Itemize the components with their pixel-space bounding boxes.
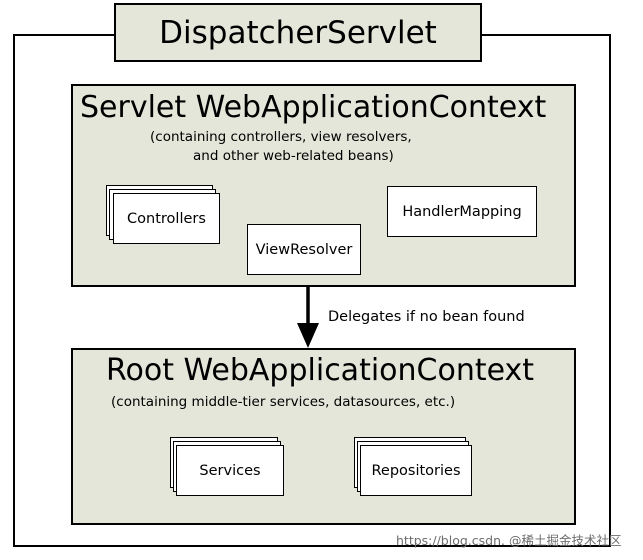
services-bean: Services	[176, 445, 284, 496]
view-resolver-label: ViewResolver	[255, 241, 353, 258]
delegation-arrow-label: Delegates if no bean found	[328, 309, 525, 325]
servlet-context-title: Servlet WebApplicationContext	[80, 90, 547, 125]
handler-mapping-bean: HandlerMapping	[387, 186, 537, 237]
dispatcher-servlet-title: DispatcherServlet	[159, 14, 437, 51]
services-label: Services	[199, 462, 261, 479]
watermark-text: https://blog.csdn. @稀土掘金技术社区	[396, 533, 622, 548]
root-web-application-context	[71, 348, 576, 525]
servlet-context-subtitle-line2: and other web-related beans)	[193, 148, 394, 164]
dispatcher-servlet-title-box: DispatcherServlet	[114, 3, 482, 62]
repositories-bean: Repositories	[360, 445, 472, 496]
controllers-bean: Controllers	[113, 193, 220, 244]
root-context-subtitle: (containing middle-tier services, dataso…	[111, 394, 456, 410]
repositories-label: Repositories	[371, 462, 461, 479]
controllers-label: Controllers	[127, 210, 206, 227]
view-resolver-bean: ViewResolver	[247, 224, 361, 275]
handler-mapping-label: HandlerMapping	[402, 203, 522, 220]
servlet-context-subtitle-line1: (containing controllers, view resolvers,	[150, 129, 412, 145]
root-context-title: Root WebApplicationContext	[106, 353, 535, 388]
delegation-arrow	[297, 287, 319, 348]
delegation-arrow-head	[297, 323, 319, 348]
